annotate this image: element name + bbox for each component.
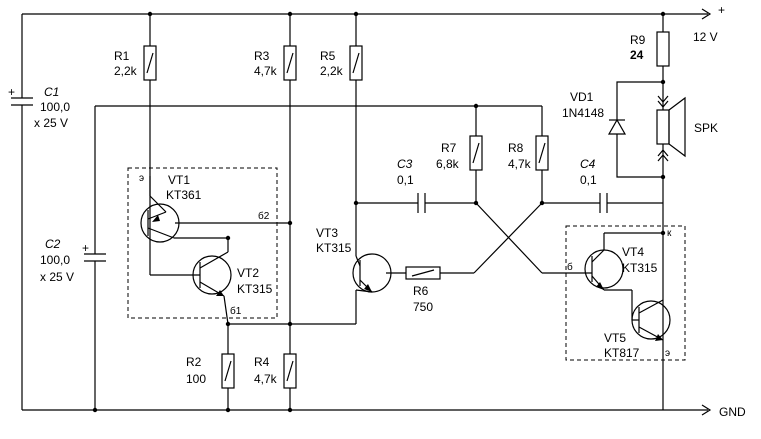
resistor-r9	[656, 14, 670, 82]
r2-value: 100	[186, 372, 206, 386]
module-vt4-vt5-outline	[565, 225, 686, 361]
vd1-name: VD1	[570, 90, 594, 104]
vt4-name: VT4	[622, 245, 644, 259]
supply-plus-label: +	[718, 3, 725, 17]
c2-rating: x 25 V	[40, 270, 74, 284]
transistor-vt2	[150, 238, 232, 325]
transistor-vt5	[631, 290, 671, 341]
r3-value: 4,7k	[254, 64, 278, 78]
vt4-value: KT315	[622, 261, 658, 275]
r5-value: 2,2k	[320, 64, 344, 78]
vt1-emitter-pin: э	[139, 173, 144, 184]
b2-pin: б2	[258, 210, 270, 222]
resistor-r8	[535, 106, 549, 203]
capacitor-c1: +	[8, 14, 33, 410]
vd1-value: 1N4148	[562, 106, 604, 120]
r2-name: R2	[186, 355, 202, 369]
capacitor-c2: +	[82, 106, 106, 410]
resistor-r2	[221, 324, 235, 410]
vt5-value: KT817	[604, 346, 640, 360]
supply-rail	[22, 8, 712, 20]
transistor-vt3	[352, 253, 406, 293]
r4-name: R4	[254, 355, 270, 369]
vt1-name: VT1	[168, 173, 190, 187]
c4-value: 0,1	[580, 173, 597, 187]
vt3-name: VT3	[316, 226, 338, 240]
resistor-r5	[349, 14, 363, 256]
resistor-r6	[405, 266, 474, 280]
resistor-r4	[283, 353, 297, 410]
module-vt1-vt2-outline	[127, 167, 278, 319]
r5-name: R5	[320, 49, 336, 63]
vt2-value: KT315	[237, 282, 273, 296]
spk-name: SPK	[694, 121, 718, 135]
c2-value: 100,0	[40, 253, 70, 267]
r8-value: 4,7k	[508, 157, 532, 171]
r6-name: R6	[413, 284, 429, 298]
c1-name: C1	[44, 85, 59, 99]
r6-value: 750	[413, 300, 433, 314]
wire-cross-coupling	[473, 202, 543, 274]
b1-pin: б1	[230, 305, 242, 317]
r7-value: 6,8k	[436, 157, 460, 171]
transistor-vt4	[542, 232, 663, 291]
c1-value: 100,0	[40, 100, 70, 114]
c3-value: 0,1	[397, 173, 414, 187]
c2-name: C2	[45, 237, 61, 251]
r8-name: R8	[508, 141, 524, 155]
r4-value: 4,7k	[254, 372, 278, 386]
r3-name: R3	[254, 49, 270, 63]
c3-name: C3	[397, 157, 413, 171]
speaker-spk	[656, 82, 686, 203]
r9-value: 24	[630, 48, 644, 62]
ground-rail	[22, 404, 712, 416]
svg-text:+: +	[8, 85, 15, 99]
c4-name: C4	[580, 157, 596, 171]
diode-vd1	[607, 81, 663, 178]
vt3-value: KT315	[316, 241, 352, 255]
c1-rating: x 25 V	[34, 116, 68, 130]
vt2-name: VT2	[237, 266, 259, 280]
vt1-value: KT361	[166, 188, 202, 202]
svg-text:+: +	[82, 241, 89, 255]
r1-name: R1	[114, 49, 130, 63]
b-pin: б	[567, 261, 573, 273]
capacitor-c4	[542, 193, 663, 213]
resistor-r7	[469, 106, 483, 203]
supply-voltage-label: 12 V	[693, 30, 718, 44]
r7-name: R7	[441, 141, 457, 155]
capacitor-c3	[356, 193, 476, 213]
vt5-name: VT5	[604, 331, 626, 345]
ground-label: GND	[719, 405, 746, 419]
k-pin: к	[667, 228, 672, 239]
r1-value: 2,2k	[114, 64, 138, 78]
r9-name: R9	[630, 33, 646, 47]
resistor-r3	[283, 14, 297, 354]
e2-pin: э	[665, 348, 670, 359]
